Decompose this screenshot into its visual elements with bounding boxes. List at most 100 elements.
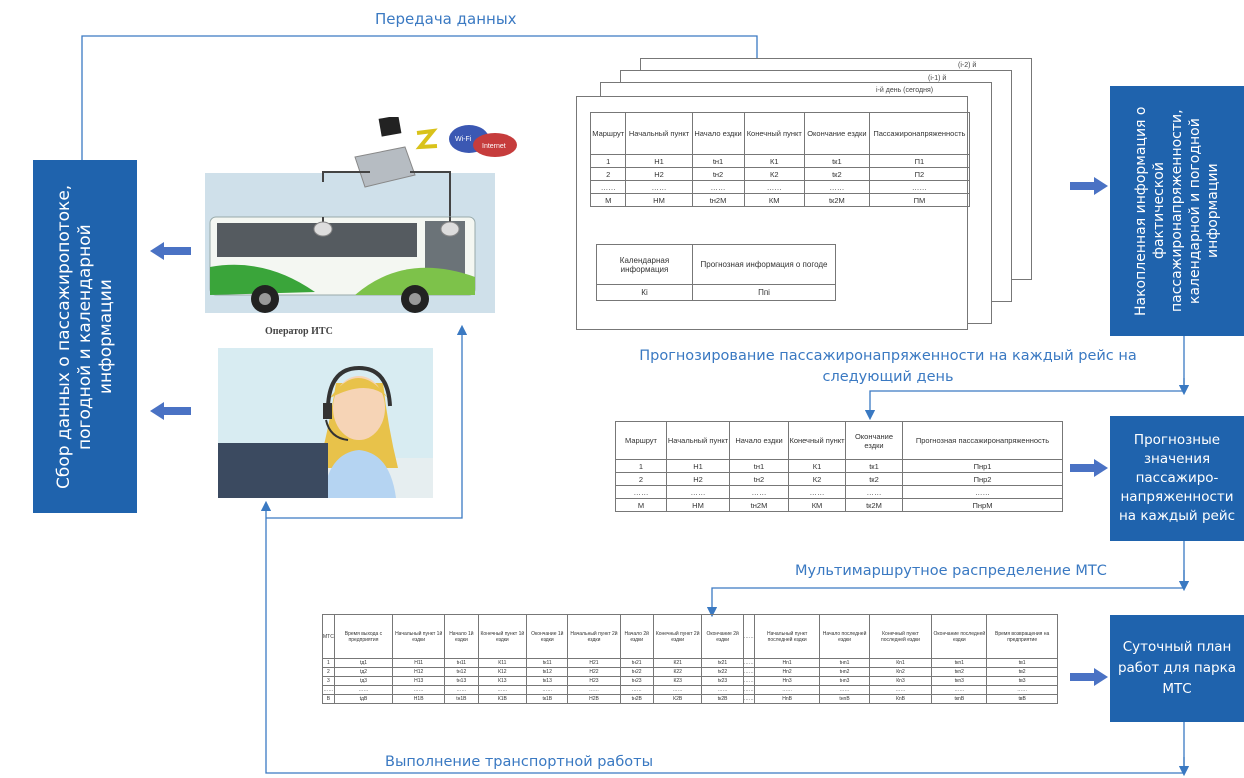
table-cell: Н2В	[567, 694, 621, 704]
table-cell: ……	[742, 676, 755, 686]
table-cell: tв1	[986, 658, 1058, 668]
distribution-line	[706, 541, 1185, 618]
table-cell: tнnВ	[819, 694, 870, 704]
headset-icon	[326, 365, 392, 407]
svg-text:Internet: Internet	[482, 143, 506, 150]
execution-label: Выполнение транспортной работы	[385, 754, 654, 770]
table-cell: ……	[931, 685, 988, 695]
table-cell: tк23	[701, 676, 744, 686]
header-cell: ……	[742, 614, 755, 659]
day-label-2: (i-1) й	[928, 75, 947, 82]
table-cell: К23	[652, 676, 703, 686]
day-label-1: (i-2) й	[958, 62, 977, 69]
header-cell: Время выхода с предприятия	[333, 614, 394, 659]
sensor-device	[378, 117, 402, 137]
table-cell: tк2В	[701, 694, 744, 704]
table-row: ……………………………………………………………………………………	[322, 685, 1058, 695]
forecasting-label: Прогнозирование пассажиронапряженности н…	[639, 348, 1137, 385]
table-cell: 2	[322, 667, 335, 677]
table-cell: ……	[986, 685, 1058, 695]
daily-plan-box: Суточный план работ для парка МТС	[1110, 615, 1244, 722]
table-cell: К21	[652, 658, 703, 668]
bus-illustration: Wi-Fi Internet Оператор ИТС	[205, 117, 535, 342]
table-cell: tнn2	[819, 667, 870, 677]
table-cell: tкnВ	[931, 694, 988, 704]
data-transfer-label: Передача данных	[375, 10, 517, 28]
table-cell: tк12	[526, 667, 569, 677]
table-cell: tв2	[986, 667, 1058, 677]
signal-icon	[415, 128, 438, 150]
table-cell: Кn1	[868, 658, 933, 668]
router-device	[354, 146, 416, 188]
table-cell: К2В	[652, 694, 703, 704]
header-cell: Конечный пункт 1й ездки	[477, 614, 528, 659]
table-cell: tд2	[333, 667, 394, 677]
header-cell: МТС	[322, 614, 335, 659]
table-cell: tвВ	[986, 694, 1058, 704]
table-cell: ……	[392, 685, 446, 695]
header-cell: Окончание 2й ездки	[701, 614, 744, 659]
table-cell: tн13	[444, 676, 479, 686]
table-cell: ……	[567, 685, 621, 695]
table-cell: ……	[619, 685, 654, 695]
table-cell: Н12	[392, 667, 446, 677]
table-cell: tдВ	[333, 694, 394, 704]
header-cell: Начало последней ездки	[819, 614, 870, 659]
table-cell: tв3	[986, 676, 1058, 686]
table-cell: ……	[322, 685, 335, 695]
operator-image	[218, 365, 433, 498]
table-cell: К1В	[477, 694, 528, 704]
table-cell: 1	[322, 658, 335, 668]
table-cell: К12	[477, 667, 528, 677]
table-cell: 3	[322, 676, 335, 686]
distribution-label: Мультимаршрутное распределение МТС	[795, 563, 1107, 579]
table-cell: tк22	[701, 667, 744, 677]
table-cell: tкn3	[931, 676, 988, 686]
monitor	[218, 443, 328, 498]
table-cell: tк11	[526, 658, 569, 668]
table-cell: ……	[742, 667, 755, 677]
operator-caption: Оператор ИТС	[265, 326, 333, 337]
table-cell: tк13	[526, 676, 569, 686]
table-cell: tд3	[333, 676, 394, 686]
table-cell: ……	[444, 685, 479, 695]
table-cell: ……	[701, 685, 744, 695]
table-cell: К11	[477, 658, 528, 668]
table-cell: tнn3	[819, 676, 870, 686]
header-cell: Начальный пункт 1й ездки	[392, 614, 446, 659]
data-collection-box: Сбор данных о пассажиропотоке, погодной …	[33, 160, 137, 513]
table-cell: ……	[652, 685, 703, 695]
table-cell: ……	[477, 685, 528, 695]
table-cell: Н22	[567, 667, 621, 677]
table-cell: tн1В	[444, 694, 479, 704]
table-cell: Н1В	[392, 694, 446, 704]
table-cell: tкn1	[931, 658, 988, 668]
bus-image: Wi-Fi Internet	[205, 117, 517, 313]
table-cell: Н23	[567, 676, 621, 686]
table-cell: ……	[526, 685, 569, 695]
table-row: ………………………………	[589, 180, 971, 194]
table-cell: Н21	[567, 658, 621, 668]
table-cell: Н11	[392, 658, 446, 668]
table-cell: tкn2	[931, 667, 988, 677]
header-cell: Конечный пункт 2й ездки	[652, 614, 703, 659]
header-cell: Начальный пункт последней ездки	[753, 614, 821, 659]
table-cell: ……	[742, 658, 755, 668]
table-cell: Нn1	[753, 658, 821, 668]
table-cell: ……	[868, 685, 933, 695]
svg-text:Wi-Fi: Wi-Fi	[455, 136, 472, 143]
table-cell: tн21	[619, 658, 654, 668]
table-cell: К22	[652, 667, 703, 677]
operator-face	[333, 376, 385, 440]
accumulated-info-box: Накопленная информация о фактической пас…	[1110, 86, 1244, 336]
table-cell: tк21	[701, 658, 744, 668]
